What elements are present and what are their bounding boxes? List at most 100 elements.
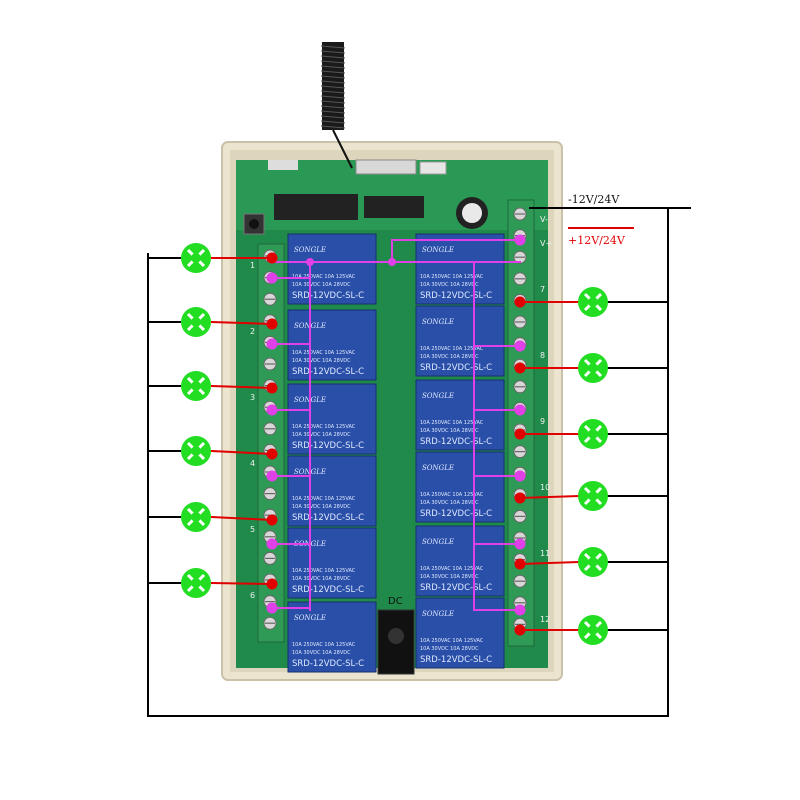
relay-body [415,379,505,451]
relay-brand: SONGLE [294,614,326,622]
magenta-terminal-dot-left [266,538,278,550]
relay-rating-1: 10A 250VAC 10A 125VAC [420,420,484,426]
lamp-left-4 [181,436,211,466]
red-lamp-wire-left [210,384,274,390]
relay-rating-2: 10A 30VDC 10A 28VDC [292,358,351,364]
lamp-center [588,557,598,567]
lamp-center [191,381,201,391]
lamp-right-2 [578,353,608,383]
power-terminal-label: V- [540,215,548,224]
relay-model: SRD-12VDC-SL-C [420,655,492,665]
red-terminal-dot-left [266,382,278,394]
relay-rating-1: 10A 250VAC 10A 125VAC [420,274,484,280]
red-terminal-dot-left [266,318,278,330]
relay-model: SRD-12VDC-SL-C [420,437,492,447]
lamp-center [191,446,201,456]
relay-body [287,383,377,455]
relay-model: SRD-12VDC-SL-C [420,363,492,373]
terminal-label-right: 8 [540,351,545,360]
relay-rating-1: 10A 250VAC 10A 125VAC [420,566,484,572]
relay-body [287,455,377,527]
lamp-left-2 [181,307,211,337]
lamp-center [588,625,598,635]
antenna-coil-turn [320,110,346,114]
pos-voltage-label: +12V/24V [568,234,626,247]
relay-left-6: SONGLE 10A 250VAC 10A 125VAC 10A 30VDC 10A… [287,601,377,673]
magenta-terminal-dot-left [266,338,278,350]
lamp-right-5 [578,547,608,577]
relay-rating-1: 10A 250VAC 10A 125VAC [292,642,356,648]
magenta-terminal-dot-left [266,272,278,284]
antenna-coil-turn [320,55,346,59]
relay-rating-2: 10A 30VDC 10A 28VDC [292,432,351,438]
magenta-terminal-dot-left [266,404,278,416]
relay-model: SRD-12VDC-SL-C [292,441,364,451]
relay-body [287,527,377,599]
red-terminal-dot-right [514,558,526,570]
relay-model: SRD-12VDC-SL-C [420,583,492,593]
antenna-coil-turn [320,85,346,89]
antenna-coil-turn [320,70,346,74]
relay-model: SRD-12VDC-SL-C [292,659,364,669]
relay-rating-1: 10A 250VAC 10A 125VAC [420,346,484,352]
terminal-label-left: 6 [250,591,255,600]
magenta-terminal-dot-right [514,404,526,416]
terminal-label-right: 10 [540,483,550,492]
chip-ic [274,194,358,220]
red-terminal-dot-right [514,492,526,504]
relay-rating-2: 10A 30VDC 10A 28VDC [420,646,479,652]
lamp-center [191,317,201,327]
lamp-center [588,297,598,307]
red-terminal-dot-right [514,362,526,374]
red-lamp-wire-right [518,560,580,566]
led-indicator [268,160,298,170]
relay-model: SRD-12VDC-SL-C [292,367,364,377]
red-terminal-dot-right [514,624,526,636]
antenna-coil-turn [320,90,346,94]
terminal-label-right: 12 [540,615,550,624]
red-lamp-wire-left [210,320,274,326]
relay-right-5: SONGLE 10A 250VAC 10A 125VAC 10A 30VDC 10A… [415,525,505,597]
relay-body [287,601,377,673]
relay-body [415,305,505,377]
antenna-coil-turn [320,100,346,104]
terminal-label-left: 2 [250,327,255,336]
relay-model: SRD-12VDC-SL-C [292,513,364,523]
relay-right-3: SONGLE 10A 250VAC 10A 125VAC 10A 30VDC 10A… [415,379,505,451]
magenta-junction [306,258,314,266]
relay-brand: SONGLE [422,246,454,254]
neg-voltage-label: -12V/24V [568,193,620,206]
relay-rating-2: 10A 30VDC 10A 28VDC [292,650,351,656]
relay-brand: SONGLE [422,392,454,400]
antenna-coil-turn [320,60,346,64]
magenta-supply-dot [514,234,526,246]
relay-rating-1: 10A 250VAC 10A 125VAC [292,496,356,502]
relay-model: SRD-12VDC-SL-C [420,509,492,519]
magenta-terminal-dot-right [514,604,526,616]
red-terminal-dot-right [514,428,526,440]
dc-jack-hole [388,628,404,644]
relay-rating-2: 10A 30VDC 10A 28VDC [420,428,479,434]
lamp-left-3 [181,371,211,401]
antenna-coil-turn [320,125,346,129]
red-lamp-wire-left [210,449,274,456]
relay-rating-2: 10A 30VDC 10A 28VDC [420,574,479,580]
relay-brand: SONGLE [422,538,454,546]
capacitor-top [462,203,482,223]
red-terminal-dot-left [266,252,278,264]
relay-rating-2: 10A 30VDC 10A 28VDC [292,282,351,288]
terminal-label-left: 1 [250,261,255,270]
antenna-coil-turn [320,120,346,124]
dc-jack-label: DC [388,596,403,607]
relay-model: SRD-12VDC-SL-C [292,291,364,301]
antenna-coil-turn [320,45,346,49]
relay-model: SRD-12VDC-SL-C [420,291,492,301]
